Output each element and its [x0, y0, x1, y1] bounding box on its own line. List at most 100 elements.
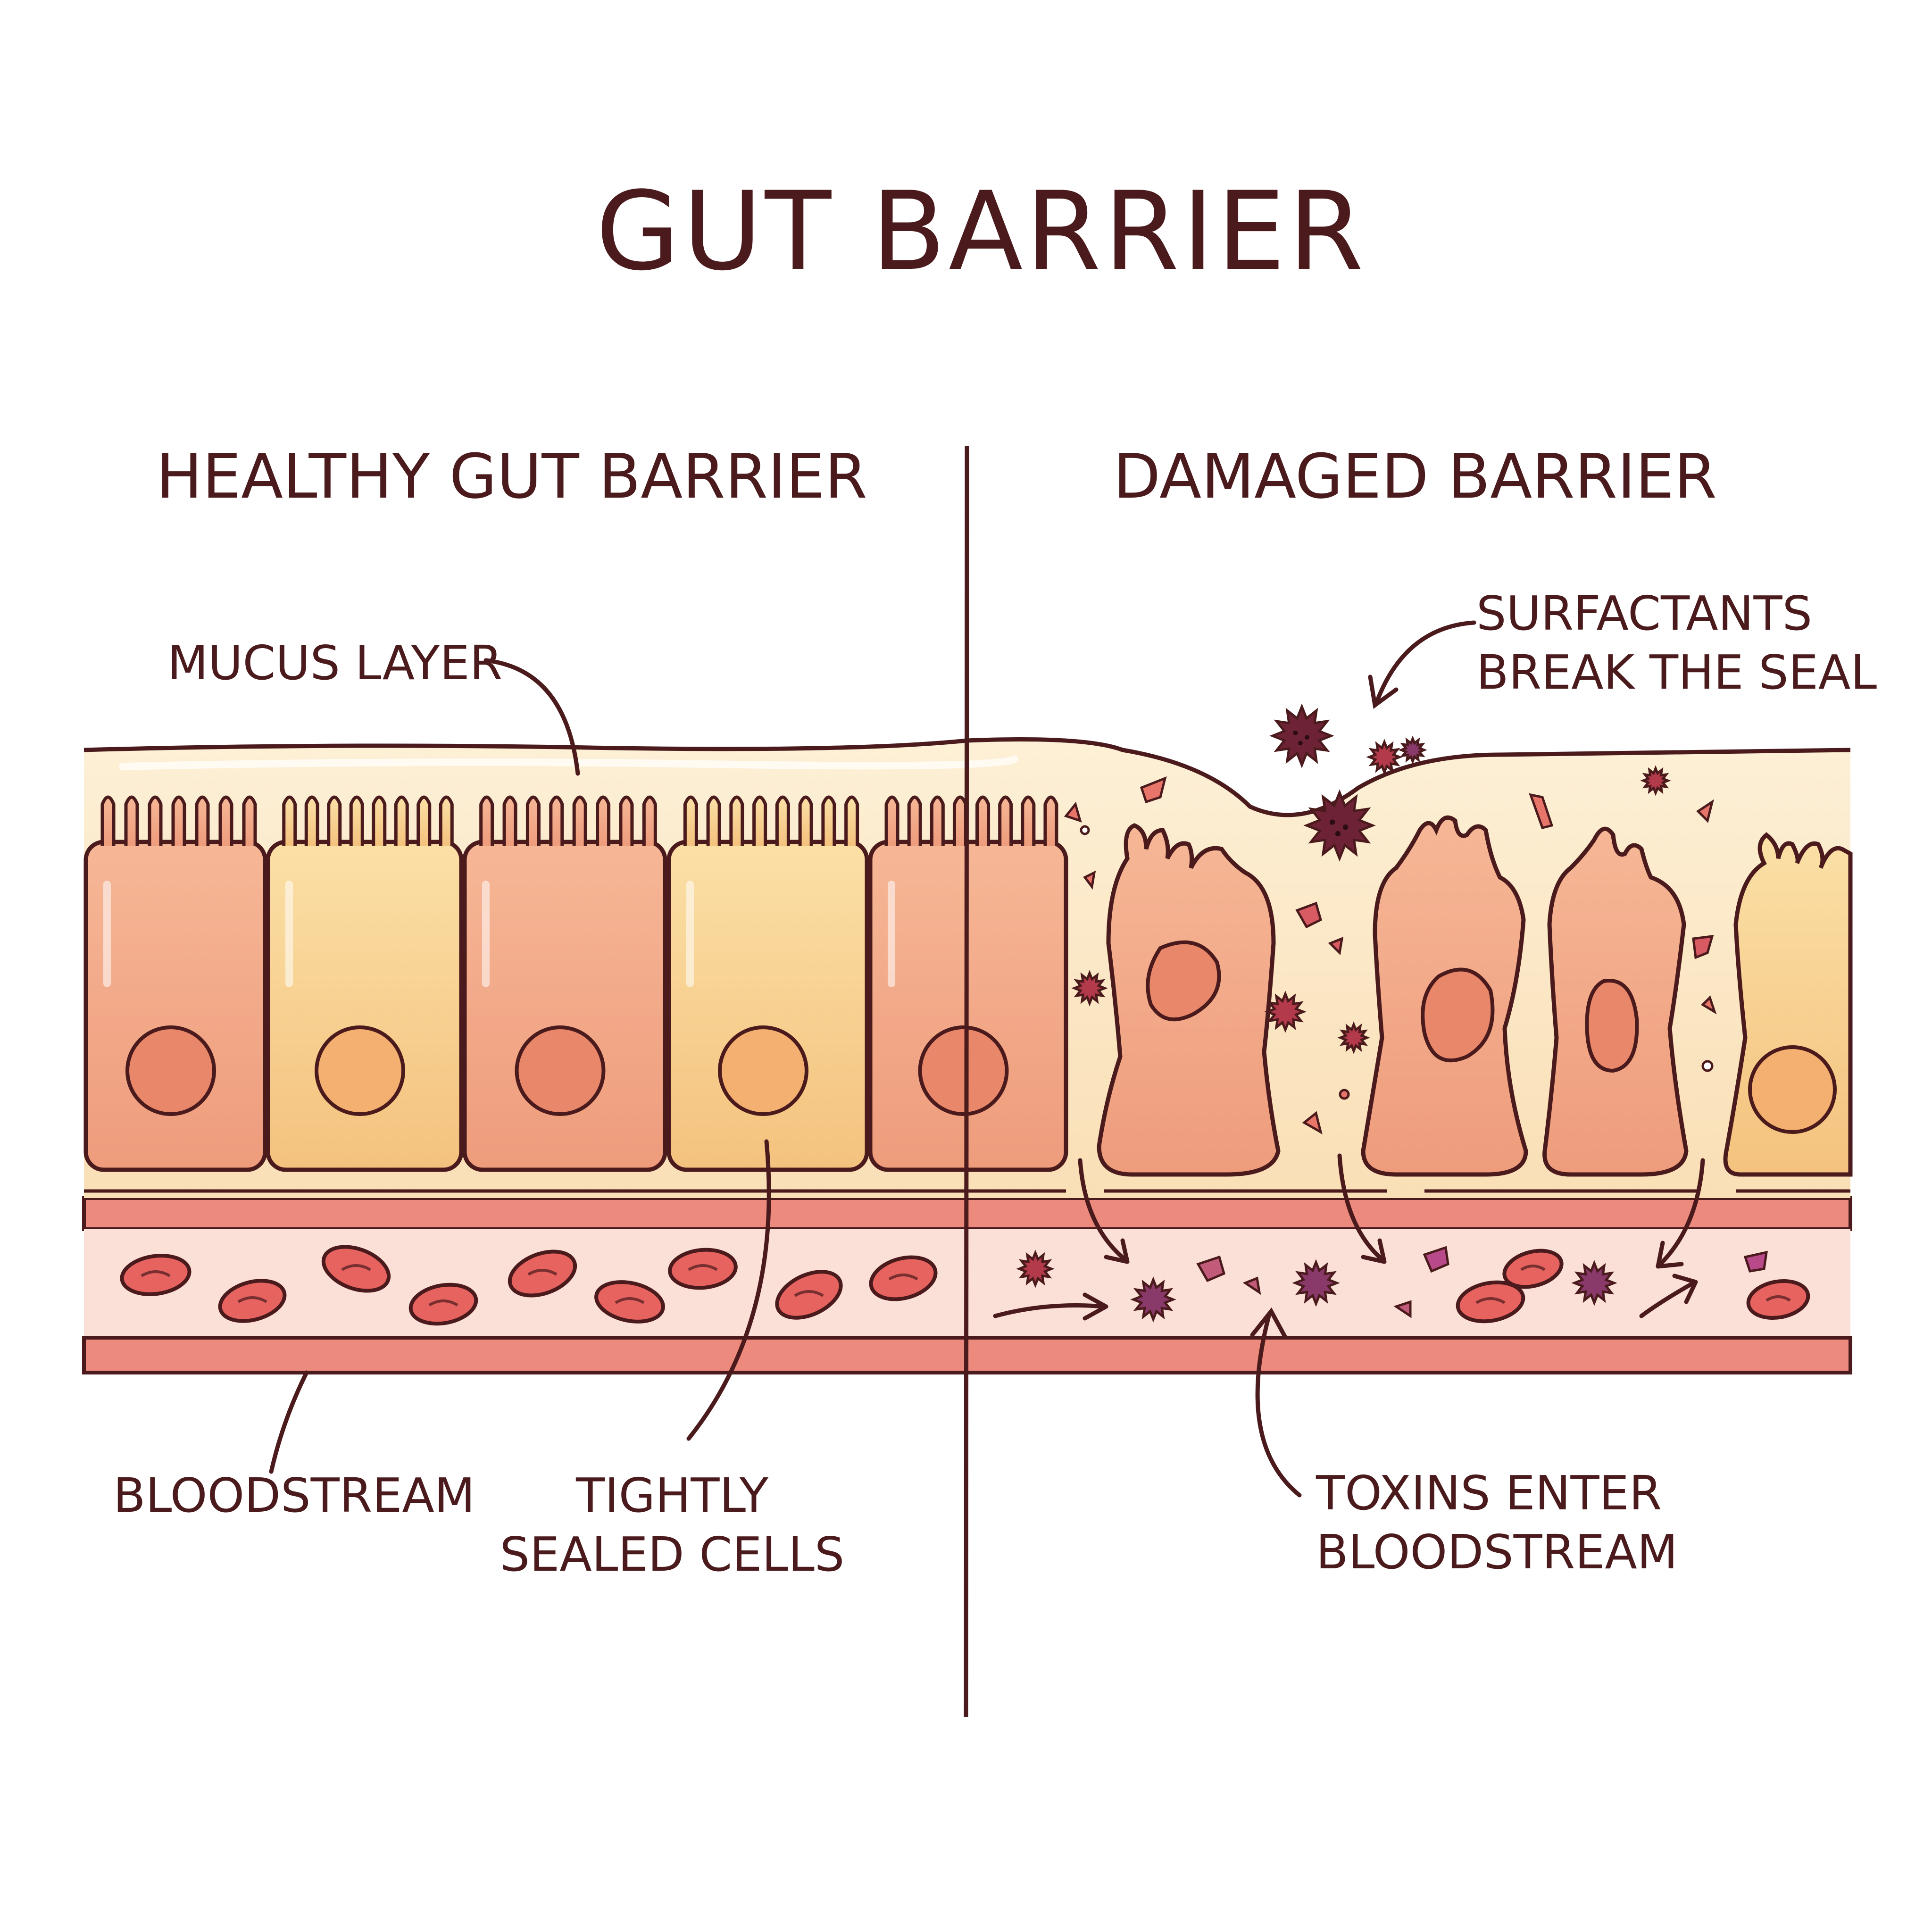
debris-fragment: [1743, 1250, 1768, 1273]
red-blood-cell: [869, 1255, 938, 1301]
damaged-cell: [1097, 823, 1281, 1177]
arrow-head: [1083, 1292, 1108, 1321]
tightly-sealed-label-line1: TIGHTLY: [575, 1468, 769, 1523]
arrow-head: [1672, 1274, 1698, 1304]
bloodstream-label: BLOODSTREAM: [113, 1468, 475, 1523]
leader-lines: [269, 620, 1476, 1498]
healthy-cell: [266, 795, 464, 1172]
red-blood-cell: [668, 1248, 738, 1290]
cell-nucleus: [1585, 979, 1639, 1073]
rbc-highlights: [141, 1264, 1791, 1307]
microvilli: [479, 795, 657, 846]
surfactants-leader-arrow: [1375, 620, 1476, 703]
damaged-epithelial-cells: [1097, 815, 1853, 1177]
microvilli: [884, 795, 1058, 846]
toxin-spot: [1330, 819, 1335, 825]
toxin-particle: [1303, 789, 1376, 862]
debris-fragments: [1064, 776, 1768, 1318]
toxin-particle: [1366, 739, 1403, 775]
toxin-particle: [1130, 1276, 1176, 1323]
cell-body: [266, 840, 464, 1172]
cell-nucleus: [515, 1025, 606, 1116]
toxin-particle: [1292, 1259, 1340, 1307]
damaged-cell: [1723, 832, 1853, 1177]
toxin-particle: [1337, 1021, 1370, 1054]
toxin-particle: [1640, 765, 1671, 796]
debris-fragment: [1242, 1276, 1261, 1295]
red-blood-cell: [1746, 1279, 1810, 1320]
toxin-particle: [1398, 735, 1427, 765]
cell-nucleus: [718, 1025, 808, 1116]
diagram-title: GUT BARRIER: [596, 169, 1366, 295]
healthy-panel-heading: HEALTHY GUT BARRIER: [156, 441, 867, 512]
debris-fragment: [1328, 937, 1344, 956]
debris-fragment: [1700, 995, 1717, 1015]
healthy-cell: [83, 795, 267, 1172]
toxin-spot: [1293, 730, 1298, 735]
surfactants-label-line2: BREAK THE SEAL: [1476, 645, 1877, 700]
debris-fragment: [1295, 901, 1322, 929]
toxin-particle: [1571, 1260, 1617, 1306]
toxin-particle: [1264, 991, 1307, 1033]
cell-body: [462, 840, 667, 1172]
toxin-spot: [1335, 831, 1341, 837]
cell-nucleus: [125, 1025, 216, 1116]
toxin-spot: [1298, 741, 1303, 746]
debris-fragment: [1064, 801, 1082, 823]
toxin-spot: [1343, 824, 1349, 830]
toxins-leader-arrow: [1255, 1314, 1302, 1498]
tightly-sealed-label-line2: SEALED CELLS: [500, 1527, 845, 1582]
red-blood-cell: [594, 1280, 665, 1324]
arrow: [1658, 1158, 1705, 1266]
debris-fragment: [1302, 1111, 1323, 1135]
toxin-spot: [1305, 735, 1310, 740]
arrow-head: [1361, 1238, 1387, 1264]
debris-fragment: [1696, 799, 1714, 823]
red-blood-cell: [1502, 1249, 1564, 1289]
healthy-epithelial-cells: [83, 795, 1068, 1172]
healthy-cell: [462, 795, 667, 1172]
debris-dot: [1080, 825, 1090, 835]
red-blood-cells: [120, 1245, 1810, 1326]
arrow: [1337, 1153, 1384, 1262]
bloodstream-leader-line: [269, 1370, 309, 1474]
toxins: [1016, 703, 1671, 1323]
debris-fragment: [1393, 1300, 1412, 1318]
debris-dot: [1339, 1089, 1350, 1100]
debris-fragment: [1196, 1255, 1226, 1282]
microvilli: [100, 795, 257, 846]
damaged-cell: [1542, 826, 1689, 1177]
arrow-head: [1656, 1241, 1684, 1269]
red-blood-cell: [775, 1270, 843, 1320]
toxin-particle: [1016, 1249, 1055, 1288]
cell-nucleus: [1748, 1045, 1837, 1134]
red-blood-cell: [120, 1254, 192, 1296]
damaged-cell: [1361, 815, 1528, 1177]
toxin-flow-arrows: [993, 1153, 1705, 1321]
red-blood-cell: [1456, 1280, 1525, 1324]
cell-body: [666, 840, 869, 1172]
healthy-cell: [666, 795, 869, 1172]
mucus-leader-line: [483, 658, 580, 776]
toxin-particle: [1269, 703, 1334, 768]
microvilli: [683, 795, 859, 846]
arrow: [1078, 1158, 1127, 1262]
debris-dot: [1701, 1060, 1714, 1072]
toxin-particle: [1071, 970, 1108, 1007]
cell-body: [83, 840, 267, 1172]
red-blood-cell: [218, 1279, 287, 1323]
arrow: [993, 1303, 1106, 1318]
panel-divider: [964, 445, 969, 1717]
mucus-layer-label: MUCUS LAYER: [167, 635, 502, 691]
red-blood-cell: [408, 1282, 478, 1326]
red-blood-cell: [321, 1245, 391, 1293]
mucus-sheen: [119, 756, 1018, 770]
debris-fragment: [1692, 935, 1714, 959]
cell-nucleus: [315, 1025, 405, 1116]
cell-nucleus: [1421, 967, 1495, 1063]
microvilli: [282, 795, 454, 846]
surfactants-label-line1: SURFACTANTS: [1476, 586, 1812, 641]
arrow: [1639, 1281, 1696, 1318]
surfactants-leader-arrow-head: [1368, 675, 1399, 709]
